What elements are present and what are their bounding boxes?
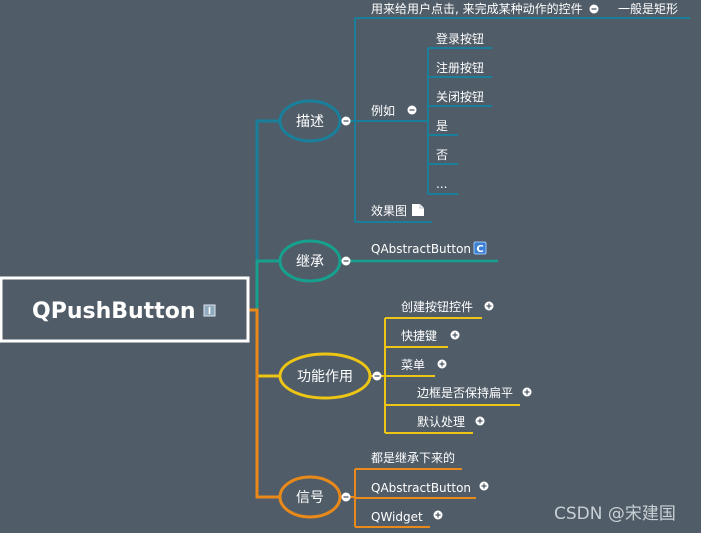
function-item-1-expand-button[interactable]: [484, 301, 494, 311]
usage-collapse-button[interactable]: [589, 4, 599, 14]
signal-item-1[interactable]: 都是继承下来的: [371, 450, 455, 465]
root-to-function-line: [248, 308, 280, 378]
example-item-2[interactable]: 注册按钮: [436, 60, 484, 75]
root-connectors: [248, 119, 280, 499]
function-item-4[interactable]: 边框是否保持扁平: [417, 385, 513, 400]
example-topic[interactable]: 例如: [371, 103, 395, 118]
inherit-collapse-button[interactable]: [341, 256, 351, 266]
usage-sub-topic[interactable]: 一般是矩形: [618, 1, 678, 16]
signal-node[interactable]: 信号: [278, 475, 342, 519]
root-to-signal-line: [248, 308, 280, 499]
function-item-5[interactable]: 默认处理: [417, 414, 465, 429]
example-item-5[interactable]: 否: [436, 148, 448, 162]
inherit-node[interactable]: 继承: [278, 239, 342, 283]
effect-topic[interactable]: 效果图: [371, 203, 407, 218]
signal-ellipse: [278, 475, 342, 519]
watermark: CSDN @宋建国: [554, 504, 676, 524]
function-node[interactable]: 功能作用: [278, 352, 372, 400]
function-item-3[interactable]: 菜单: [401, 358, 425, 372]
class-badge-letter: C: [476, 244, 483, 255]
function-item-4-expand-button[interactable]: [522, 387, 532, 397]
inherit-base-class[interactable]: QAbstractButton: [371, 242, 471, 256]
describe-ellipse: [278, 99, 342, 143]
signal-label: 信号: [296, 490, 324, 506]
example-item-3[interactable]: 关闭按钮: [436, 89, 484, 104]
signal-item-2[interactable]: QAbstractButton: [371, 481, 471, 495]
usage-topic[interactable]: 用来给用户点击, 来完成某种动作的控件: [371, 1, 583, 16]
note-icon[interactable]: [203, 304, 216, 317]
root-node[interactable]: QPushButton: [0, 276, 250, 343]
example-collapse-button[interactable]: [407, 105, 417, 115]
example-item-4[interactable]: 是: [436, 119, 448, 133]
signal-item-2-expand-button[interactable]: [479, 481, 489, 491]
function-label: 功能作用: [297, 369, 353, 385]
class-badge-icon[interactable]: C: [473, 241, 487, 255]
signal-item-3-expand-button[interactable]: [433, 510, 443, 520]
function-item-2[interactable]: 快捷键: [401, 329, 437, 343]
function-connectors: [370, 317, 520, 434]
function-item-5-expand-button[interactable]: [475, 416, 485, 426]
inherit-label: 继承: [296, 254, 324, 270]
signal-connectors: [340, 468, 476, 528]
describe-node[interactable]: 描述: [278, 99, 342, 143]
root-title: QPushButton: [32, 299, 196, 324]
function-item-3-expand-button[interactable]: [437, 359, 447, 369]
function-item-1[interactable]: 创建按钮控件: [401, 299, 473, 314]
function-item-2-expand-button[interactable]: [450, 330, 460, 340]
document-icon[interactable]: [412, 204, 424, 216]
describe-connectors: [340, 17, 690, 223]
signal-collapse-button[interactable]: [341, 492, 351, 502]
function-ellipse: [278, 352, 372, 400]
root-to-describe-line: [248, 119, 280, 312]
example-item-1[interactable]: 登录按钮: [436, 31, 484, 46]
describe-collapse-button[interactable]: [341, 116, 351, 126]
signal-item-3[interactable]: QWidget: [371, 510, 423, 524]
root-to-inherit-line: [248, 259, 280, 312]
function-collapse-button[interactable]: [372, 371, 382, 381]
describe-label: 描述: [296, 114, 324, 130]
example-item-6[interactable]: ...: [436, 177, 447, 191]
inherit-ellipse: [278, 239, 342, 283]
